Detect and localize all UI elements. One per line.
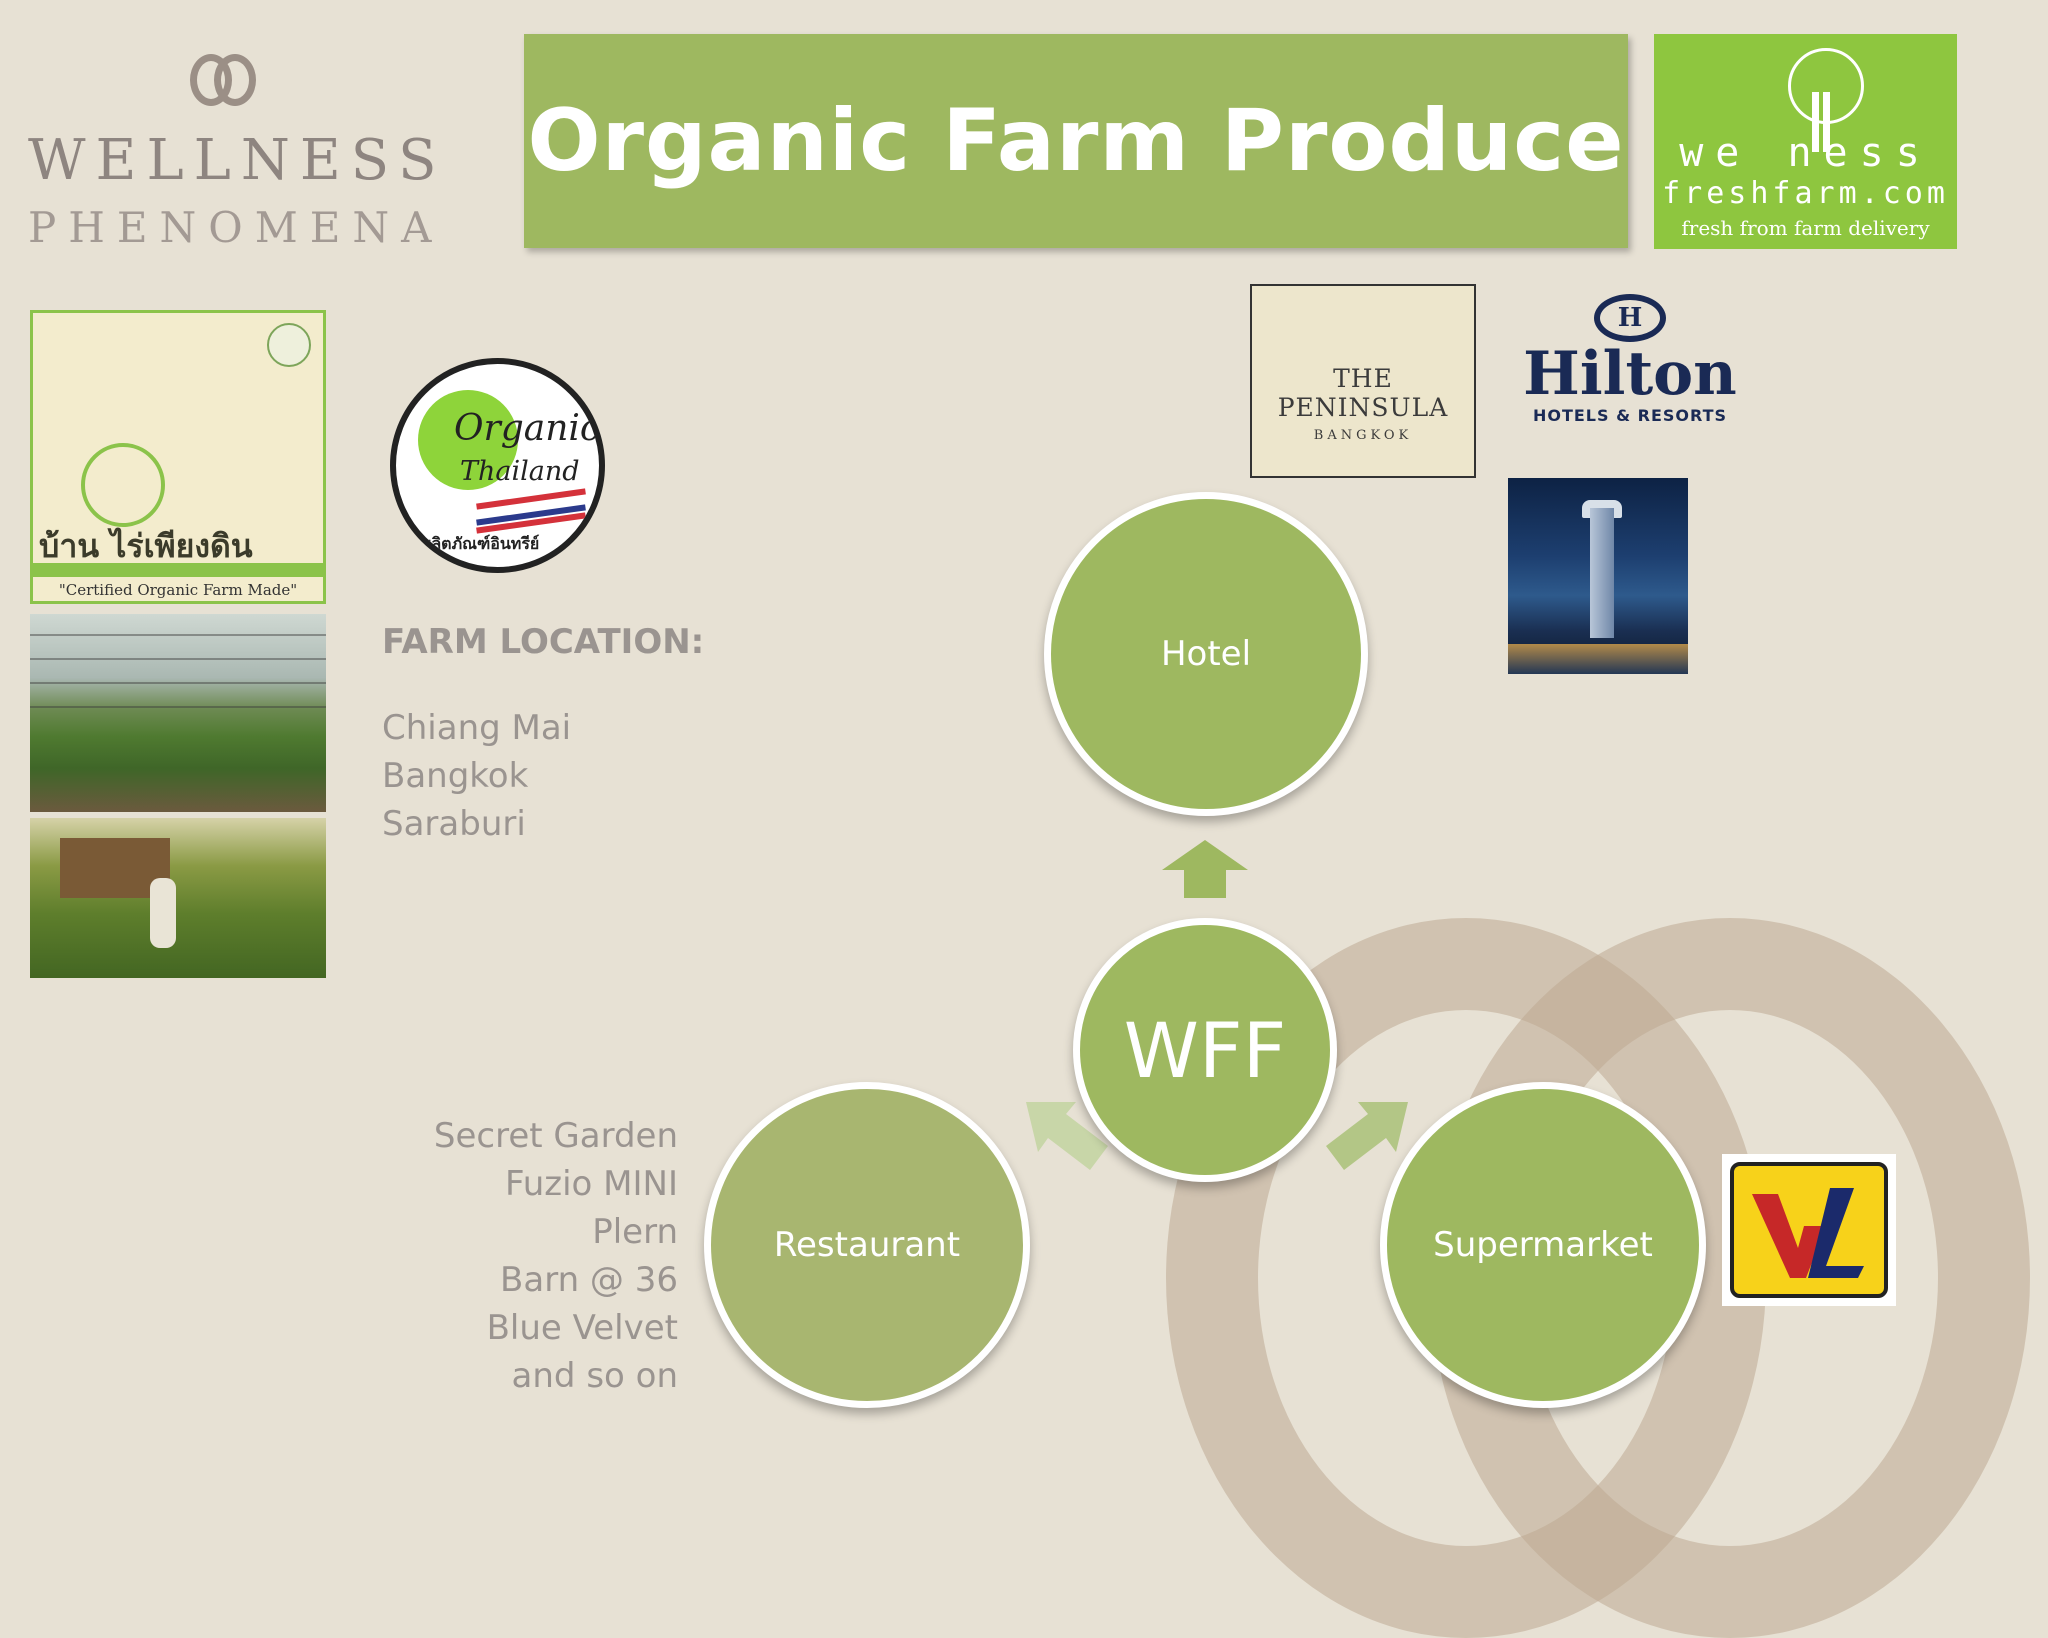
hilton-name: Hilton (1523, 339, 1737, 409)
hilton-subtitle: HOTELS & RESORTS (1532, 406, 1728, 425)
arrow-up-icon (1162, 840, 1248, 898)
supermarket-logo (1722, 1154, 1896, 1306)
restaurant-item: and so on (511, 1356, 678, 1396)
farm-location-item: Bangkok (382, 756, 529, 796)
farm-sign-caption: "Certified Organic Farm Made" (58, 581, 298, 599)
organic-badge-icon (267, 323, 311, 367)
node-restaurant: Restaurant (704, 1082, 1030, 1408)
supermarket-mark-icon (1752, 1188, 1864, 1278)
hotel-photo (1508, 478, 1688, 674)
title-banner: Organic Farm Produce (524, 34, 1628, 248)
logo-word-phenomena: PHENOMENA (28, 203, 444, 252)
restaurant-item: Secret Garden (433, 1116, 678, 1156)
node-wff-label: WFF (1123, 1005, 1287, 1095)
node-hotel-label: Hotel (1160, 634, 1252, 674)
restaurant-item: Fuzio MINI (505, 1164, 678, 1204)
arrow-down-left-icon (1026, 1102, 1108, 1170)
peninsula-logo: THE PENINSULA BANGKOK (1250, 284, 1476, 478)
restaurant-list: Secret Garden Fuzio MINI Plern Barn @ 36… (380, 1112, 678, 1400)
node-restaurant-label: Restaurant (773, 1225, 961, 1265)
farm-sign-image: บ้าน ไร่เพียงดิน "Certified Organic Farm… (30, 310, 326, 604)
slide-title: Organic Farm Produce (527, 91, 1625, 191)
node-supermarket-label: Supermarket (1433, 1225, 1653, 1265)
rings-icon (178, 50, 268, 110)
seal-word-organic: Organic (454, 408, 601, 449)
freshfarm-logo-line1: we ness (1679, 130, 1932, 176)
farm-location-block: FARM LOCATION: Chiang Mai Bangkok Sarabu… (382, 618, 704, 848)
node-wff-center: WFF (1073, 918, 1337, 1182)
greenhouse-photo (30, 614, 326, 812)
farm-location-item: Chiang Mai (382, 708, 572, 748)
sprout-circle-icon (81, 443, 165, 527)
node-hotel: Hotel (1044, 492, 1368, 816)
seal-word-thailand: Thailand (460, 456, 580, 487)
peninsula-city: BANGKOK (1313, 428, 1413, 443)
hilton-mark-icon: H (1594, 294, 1666, 342)
wellness-freshfarm-logo: we ness freshfarm.com fresh from farm de… (1654, 34, 1957, 249)
farm-location-item: Saraburi (382, 804, 526, 844)
farm-location-heading: FARM LOCATION: (382, 622, 705, 662)
logo-word-wellness: WELLNESS (28, 128, 447, 193)
sprout-bars-icon (1810, 92, 1832, 156)
wellness-phenomena-logo: WELLNESS PHENOMENA (28, 50, 447, 280)
organic-thailand-seal: Organic Thailand ผลิตภัณฑ์อินทรีย์ (390, 358, 605, 573)
node-supermarket: Supermarket (1380, 1082, 1706, 1408)
freshfarm-logo-line3: fresh from farm delivery (1681, 216, 1930, 240)
hilton-logo: H Hilton HOTELS & RESORTS (1520, 294, 1740, 444)
restaurant-item: Blue Velvet (486, 1308, 678, 1348)
farmer-photo (30, 818, 326, 978)
restaurant-item: Plern (592, 1212, 678, 1252)
restaurant-item: Barn @ 36 (500, 1260, 678, 1300)
seal-thai-text: ผลิตภัณฑ์อินทรีย์ (422, 534, 540, 553)
freshfarm-logo-line2: freshfarm.com (1662, 176, 1949, 211)
arrow-down-right-icon (1326, 1102, 1408, 1170)
farm-sign-thai-text: บ้าน ไร่เพียงดิน (39, 527, 253, 565)
peninsula-name: THE PENINSULA (1277, 364, 1449, 422)
farm-sign-strip (33, 563, 323, 577)
